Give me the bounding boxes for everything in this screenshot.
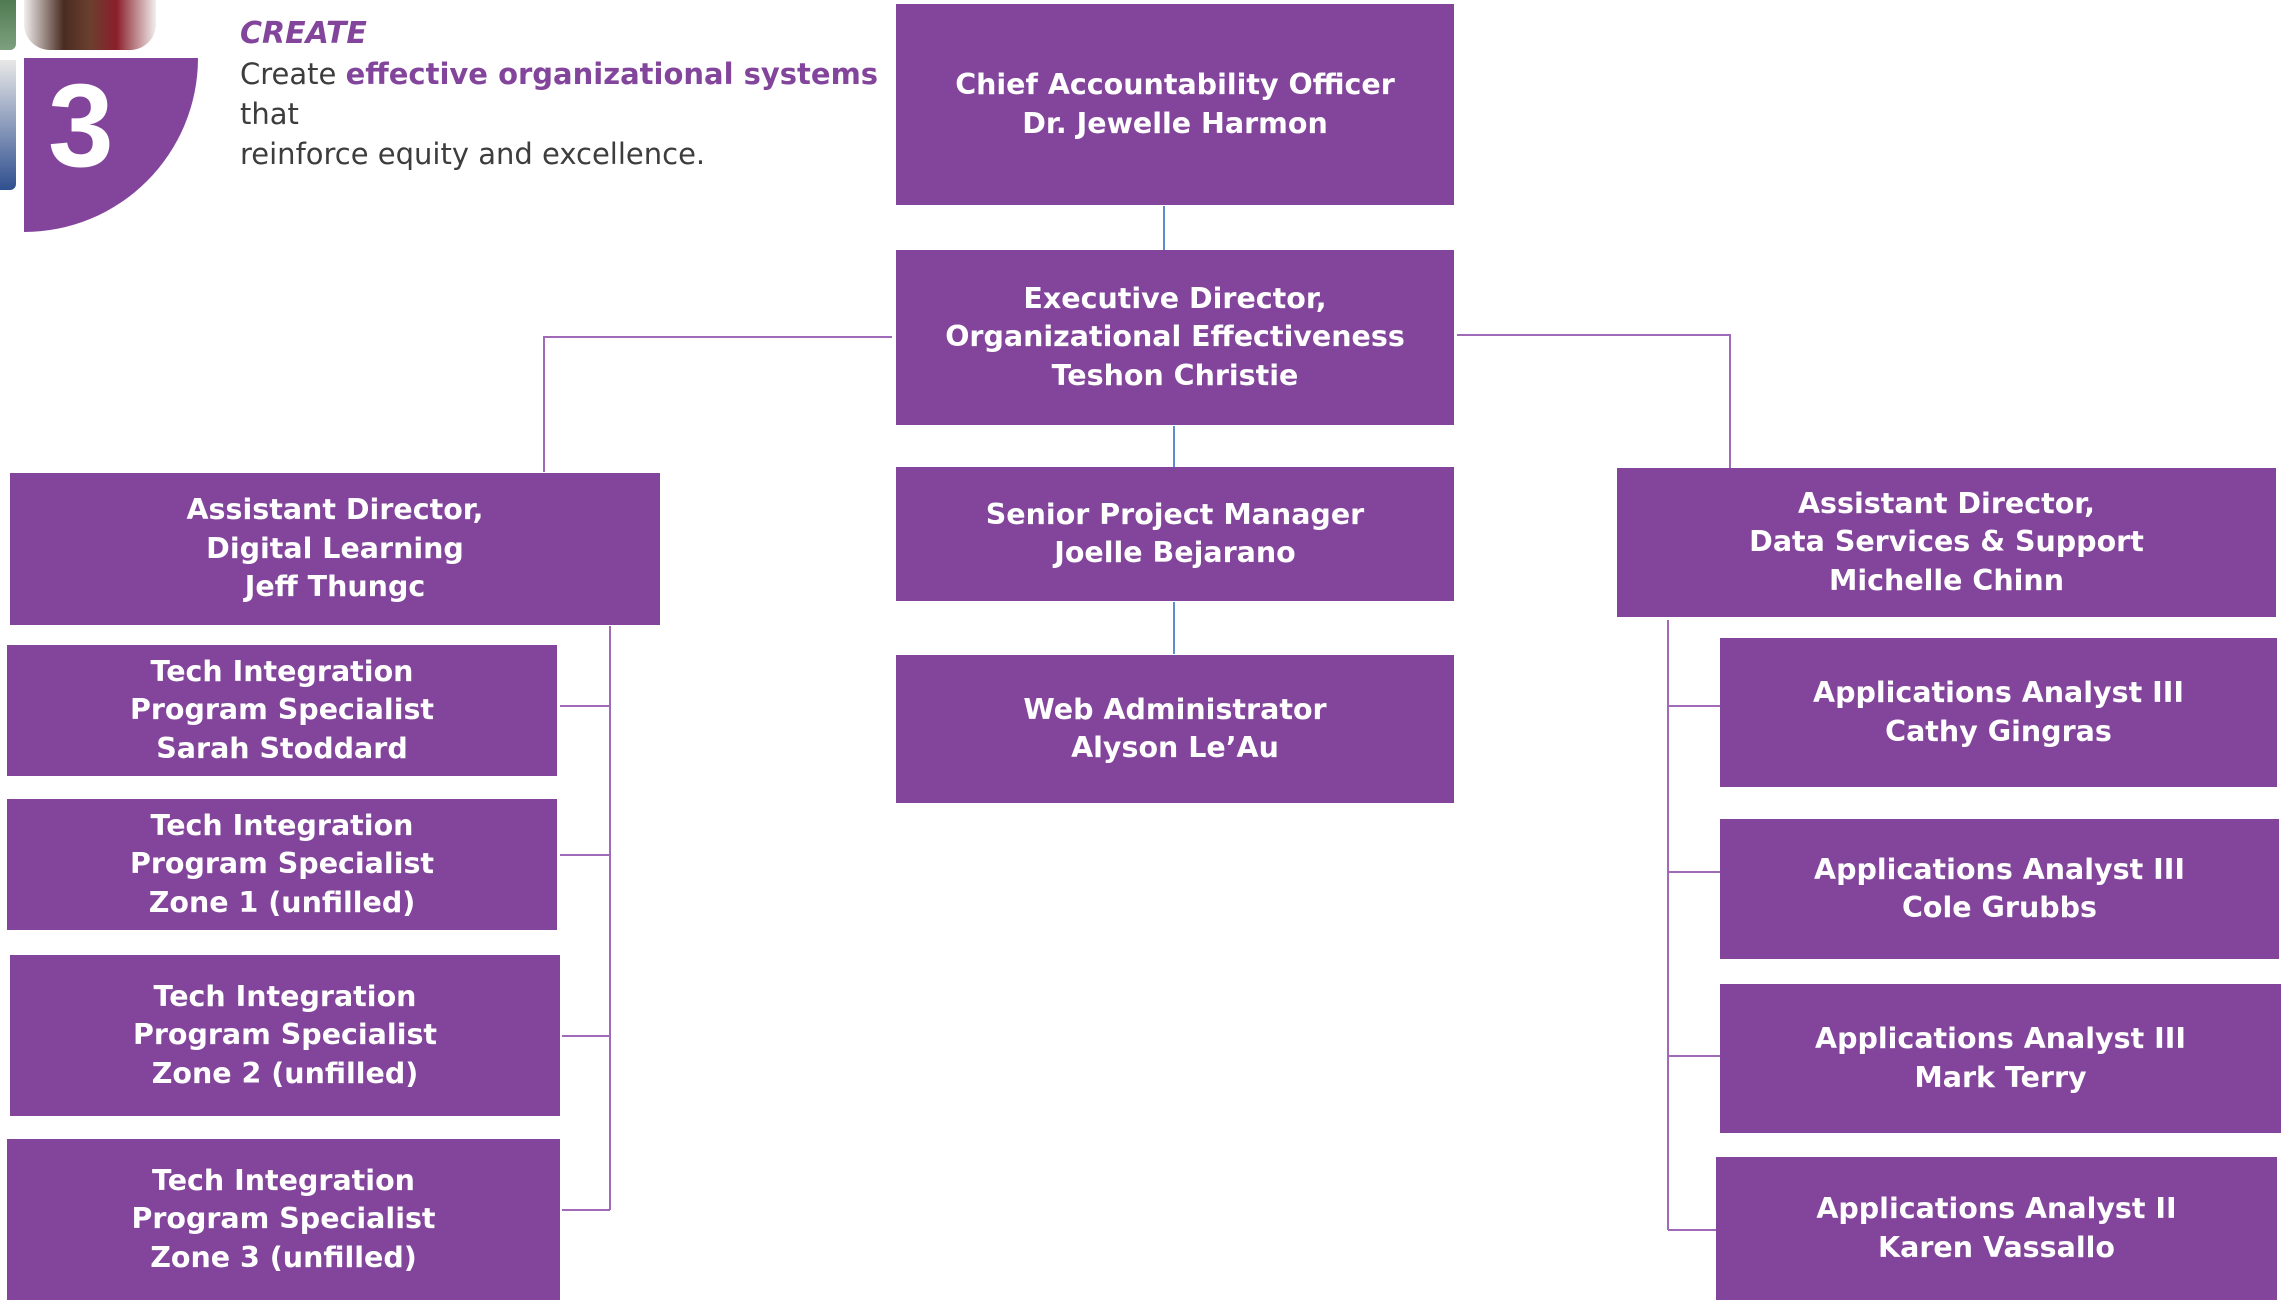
org-box-executive-director: Executive Director, Organizational Effec… <box>896 250 1454 425</box>
org-box-title: Applications Analyst III <box>1814 852 2185 886</box>
category-label: CREATE <box>240 16 367 51</box>
org-box-subtitle: Organizational Effectiveness <box>945 320 1405 354</box>
org-box-person: Alyson Le’Au <box>1071 731 1279 764</box>
org-box-person: Mark Terry <box>1914 1060 2087 1094</box>
org-box-senior-project-manager: Senior Project Manager Joelle Bejarano <box>896 467 1454 601</box>
description-line2: reinforce equity and excellence. <box>240 137 706 171</box>
org-box-title: Tech Integration <box>152 1163 415 1197</box>
org-box-title: Tech Integration <box>150 808 414 842</box>
org-box-person: Dr. Jewelle Harmon <box>1022 106 1328 140</box>
org-box-title: Applications Analyst II <box>1816 1192 2177 1225</box>
org-box-subtitle: Program Specialist <box>131 1202 436 1236</box>
org-box-applications-analyst: Applications Analyst III Cathy Gingras <box>1720 638 2277 787</box>
step-badge-shape <box>24 58 198 232</box>
org-box-title: Tech Integration <box>150 654 414 688</box>
org-box-tech-integration-specialist: Tech Integration Program Specialist Zone… <box>10 955 560 1116</box>
org-box-applications-analyst: Applications Analyst III Mark Terry <box>1720 984 2281 1133</box>
org-box-assistant-director-data-services: Assistant Director, Data Services & Supp… <box>1617 468 2276 617</box>
org-box-person: Cole Grubbs <box>1901 891 2098 924</box>
org-box-person: Sarah Stoddard <box>156 731 408 765</box>
step-badge-fill <box>24 58 198 232</box>
org-box-title: Applications Analyst III <box>1815 1022 2186 1055</box>
org-box-title: Applications Analyst III <box>1813 676 2184 709</box>
description-middle: that <box>240 97 299 131</box>
description-prefix: Create <box>240 57 346 91</box>
org-box-assistant-director-digital-learning: Assistant Director, Digital Learning Jef… <box>10 473 660 625</box>
org-box-person: Jeff Thungc <box>244 570 426 604</box>
connector-executive-to-left-head <box>543 336 892 472</box>
org-box-title: Senior Project Manager <box>985 497 1365 531</box>
org-box-subtitle: Program Specialist <box>132 1018 438 1052</box>
org-box-title: Web Administrator <box>1023 692 1327 726</box>
org-box-title: Executive Director, <box>1023 281 1327 315</box>
org-box-tech-integration-specialist: Tech Integration Program Specialist Zone… <box>7 799 557 930</box>
org-box-subtitle: Program Specialist <box>129 847 435 881</box>
org-box-subtitle: Digital Learning <box>206 531 464 565</box>
org-box-title: Chief Accountability Officer <box>955 68 1395 101</box>
connector-executive-to-right-head <box>1457 334 1731 468</box>
org-box-subtitle: Data Services & Support <box>1749 525 2144 559</box>
org-box-person: Zone 2 (unfilled) <box>151 1056 419 1090</box>
org-box-person: Cathy Gingras <box>1885 714 2112 748</box>
person-photo <box>24 0 156 50</box>
photo-thumbnail-left-bottom <box>0 60 16 190</box>
org-box-title: Assistant Director, <box>186 493 484 527</box>
photo-thumbnail-left-top <box>0 0 16 50</box>
org-box-title: Tech Integration <box>153 979 417 1013</box>
org-box-title: Assistant Director, <box>1797 486 2095 520</box>
category-description: Create effective organizational systems … <box>240 54 880 174</box>
org-box-person: Teshon Christie <box>1051 358 1299 392</box>
org-box-chief-accountability-officer: Chief Accountability Officer Dr. Jewelle… <box>896 4 1454 205</box>
org-box-person: Michelle Chinn <box>1829 563 2064 597</box>
org-box-subtitle: Program Specialist <box>129 693 435 727</box>
step-number: 3 <box>48 60 114 192</box>
org-box-tech-integration-specialist: Tech Integration Program Specialist Zone… <box>7 1139 560 1300</box>
org-box-person: Zone 1 (unfilled) <box>148 885 416 919</box>
org-box-tech-integration-specialist: Tech Integration Program Specialist Sara… <box>7 645 557 776</box>
org-box-person: Karen Vassallo <box>1878 1230 2115 1264</box>
description-highlight: effective organizational systems <box>345 57 879 91</box>
org-box-applications-analyst: Applications Analyst II Karen Vassallo <box>1716 1157 2277 1300</box>
org-box-person: Zone 3 (unfilled) <box>150 1240 417 1274</box>
org-box-web-administrator: Web Administrator Alyson Le’Au <box>896 655 1454 803</box>
org-box-person: Joelle Bejarano <box>1054 536 1296 569</box>
org-box-applications-analyst: Applications Analyst III Cole Grubbs <box>1720 819 2279 959</box>
